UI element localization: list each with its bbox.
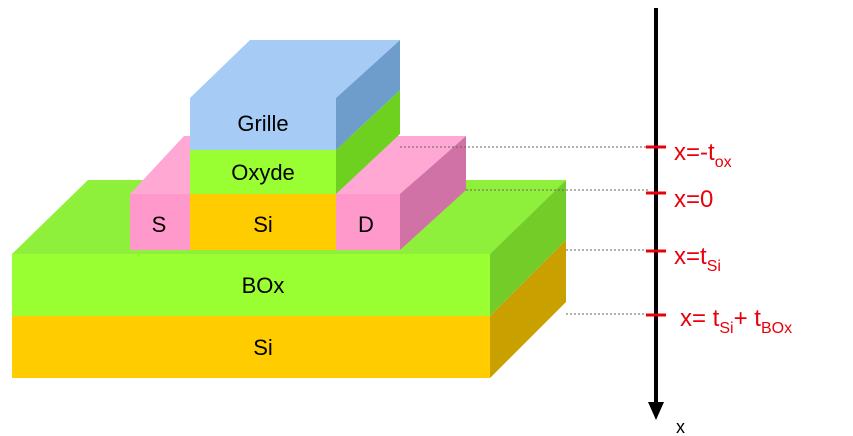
x-axis-name: x — [676, 417, 685, 436]
drain-side — [400, 136, 466, 250]
x-axis-arrow-icon — [648, 402, 664, 420]
grille-label: Grille — [237, 111, 288, 136]
source-label: S — [152, 212, 167, 237]
x-axis: x — [648, 8, 685, 436]
oxyde-label: Oxyde — [231, 160, 295, 185]
substrate-si-label: Si — [253, 335, 273, 360]
mark-label-oxide: x=-tox — [674, 139, 732, 171]
substrate-si-layer — [12, 240, 566, 378]
oxyde-front — [190, 150, 336, 194]
grille-side — [336, 40, 400, 150]
oxyde-layer — [190, 90, 400, 194]
box-label: BOx — [242, 273, 285, 298]
grille-front — [190, 98, 336, 150]
drain-front — [336, 194, 400, 250]
oxyde-side — [336, 90, 400, 194]
source-front — [130, 194, 190, 250]
channel-si-label: Si — [253, 212, 273, 237]
box-front — [12, 254, 490, 316]
grille-layer — [190, 40, 400, 150]
mark-label-tbox: x= tSi+ tBOx — [680, 305, 792, 337]
mark-label-tsi: x=tSi — [674, 243, 721, 275]
grille-top — [190, 40, 400, 98]
substrate-si-side — [490, 240, 566, 378]
box-side — [490, 180, 566, 316]
substrate-si-front — [12, 316, 490, 378]
channel-si-front — [190, 194, 336, 250]
mark-label-zero: x=0 — [674, 186, 713, 213]
drain-label: D — [358, 212, 374, 237]
